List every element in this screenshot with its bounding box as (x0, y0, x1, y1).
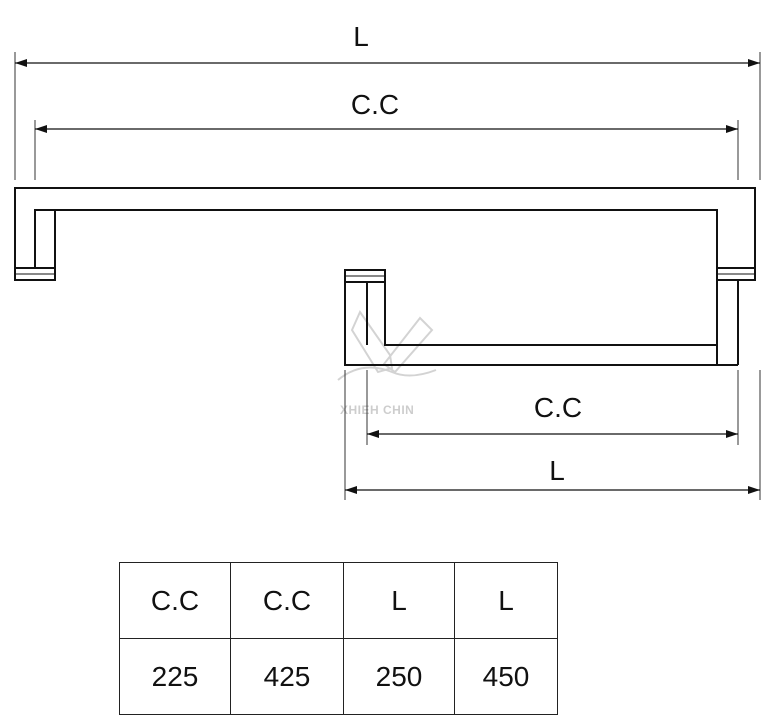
bottom-center-label: C.C (534, 392, 582, 423)
header-cell-l-1: L (343, 562, 455, 639)
value-cell-1: 225 (119, 638, 231, 715)
extension-lines (14, 52, 761, 500)
top-center-label: C.C (351, 89, 399, 120)
header-cell-cc-1: C.C (119, 562, 231, 639)
spec-table-value-row: 225 425 250 450 (119, 638, 558, 715)
short-handle (344, 269, 738, 366)
header-cell-l-2: L (454, 562, 558, 639)
value-cell-2: 425 (230, 638, 344, 715)
value-cell-3: 250 (343, 638, 455, 715)
top-length-label: L (353, 21, 369, 52)
spec-table: C.C C.C L L 225 425 250 450 (119, 562, 558, 715)
header-cell-cc-2: C.C (230, 562, 344, 639)
bottom-length-label: L (549, 455, 565, 486)
watermark-text: XHIEH CHIN (340, 403, 414, 417)
long-handle (14, 187, 756, 366)
value-cell-4: 450 (454, 638, 558, 715)
spec-table-header-row: C.C C.C L L (119, 562, 558, 639)
watermark-logo: XHIEH CHIN (337, 309, 437, 417)
